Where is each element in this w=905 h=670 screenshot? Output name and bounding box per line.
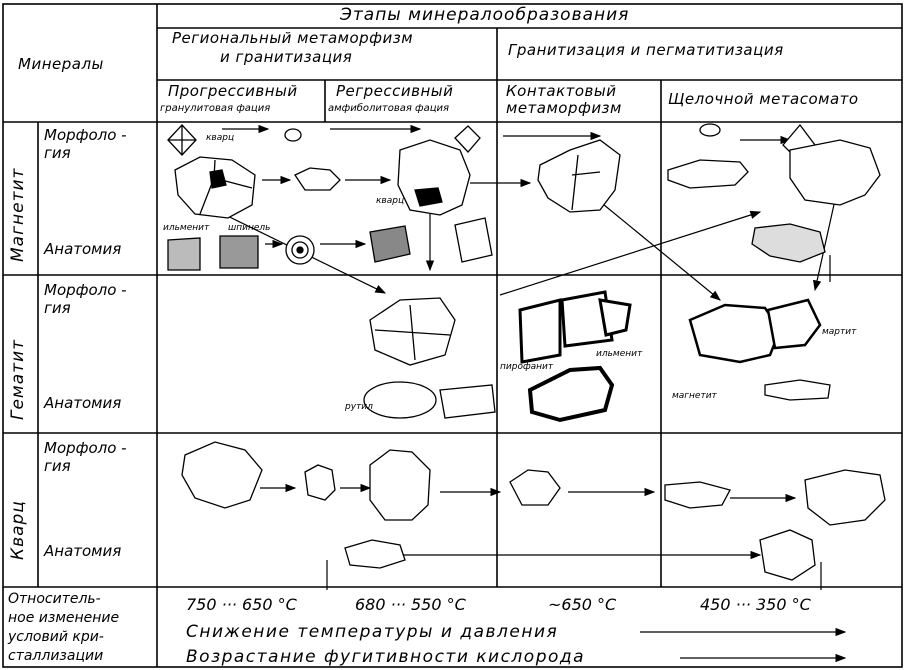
label-spinel: шпинель [228,224,270,233]
label-ilmenite-2: ильменит [596,350,642,359]
stage-regressive-facies: амфиболитовая фация [328,104,449,114]
row-anatomy-1: Анатомия [44,242,121,257]
temperature-progressive: 750 ··· 650 °C [186,597,297,613]
regional-stage-header-2: и гранитизация [220,50,352,65]
label-martite: мартит [822,328,856,337]
mineral-quartz: Кварц [10,500,27,560]
minerals-column-header: Минералы [18,57,104,72]
granitization-header: Гранитизация и пегматитизация [508,43,784,58]
label-quartz-2: кварц [376,197,404,206]
row-morphology-1a: Морфоло - [44,128,127,143]
mineral-magnetite: Магнетит [10,168,27,262]
trend-temperature-pressure: Снижение температуры и давления [186,624,558,641]
conditions-label-3: условий кри- [8,629,104,645]
transition-arrows [205,129,845,658]
row-morphology-3b: гия [44,459,71,474]
row-morphology-2a: Морфоло - [44,283,127,298]
label-magnetite: магнетит [672,392,717,401]
conditions-label-2: ное изменение [8,610,119,626]
label-pyrophanite: пирофанит [500,363,553,372]
temperature-regressive: 680 ··· 550 °C [355,597,466,613]
stage-alkaline: Щелочной метасомато [668,92,859,107]
conditions-label-1: Относитель- [8,591,101,607]
conditions-label-4: сталлизации [8,648,103,664]
label-ilmenite: ильменит [163,224,209,233]
row-anatomy-3: Анатомия [44,544,121,559]
mineral-hematite: Гематит [10,339,27,420]
stages-title: Этапы минералообразования [340,7,629,24]
stage-contact: Контактовый [506,84,616,99]
row-morphology-2b: гия [44,301,71,316]
stage-progressive: Прогрессивный [168,84,298,99]
label-quartz-1: кварц [206,134,234,143]
crystal-sketches [168,124,885,580]
temperature-contact: ~650 °C [548,597,616,613]
row-morphology-3a: Морфоло - [44,441,127,456]
row-morphology-1b: гия [44,146,71,161]
row-anatomy-2: Анатомия [44,396,121,411]
label-rutile: рутил [345,403,373,412]
stage-progressive-facies: гранулитовая фация [160,104,270,114]
regional-stage-header-1: Региональный метаморфизм [172,31,413,46]
temperature-alkaline: 450 ··· 350 °C [700,597,811,613]
stage-regressive: Регрессивный [336,84,453,99]
stage-contact-2: метаморфизм [506,101,622,116]
trend-oxygen-fugacity: Возрастание фугитивности кислорода [186,649,585,666]
